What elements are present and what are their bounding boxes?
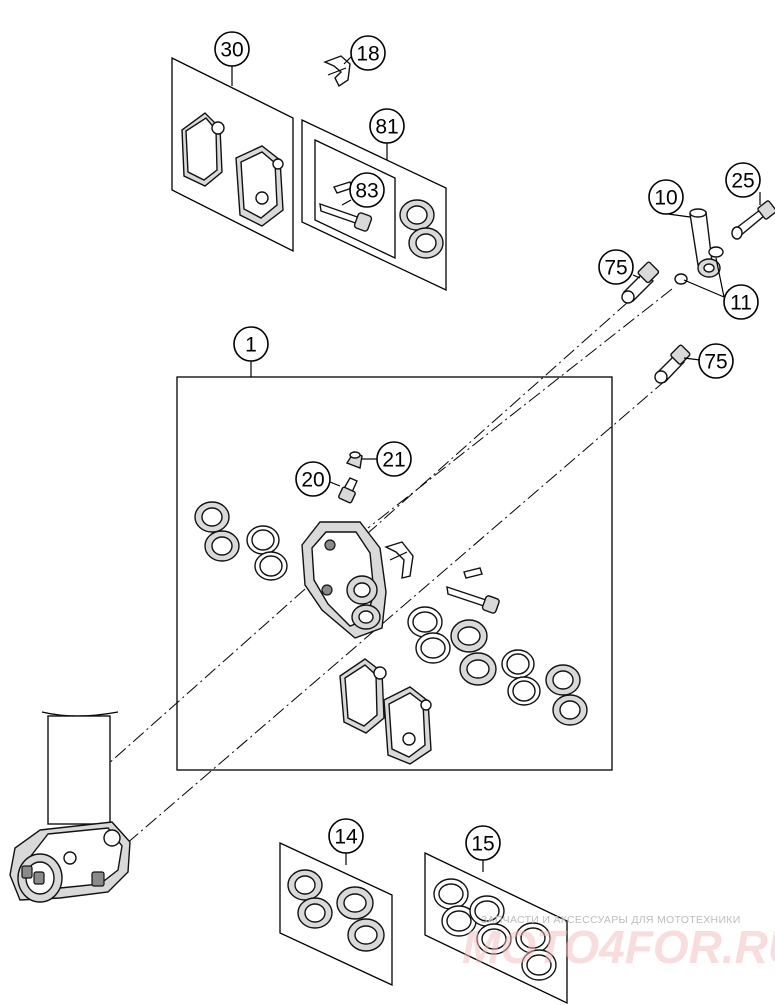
watermark-tagline: ЗАПЧАСТИ И АКСЕССУАРЫ ДЛЯ МОТОТЕХНИКИ [481, 914, 741, 926]
bleeder-cap-icon [345, 451, 363, 469]
seal-kit-frame [424, 851, 568, 1005]
piston-kit-frame [279, 841, 393, 987]
callout-10: 10 [648, 179, 684, 215]
callout-label: 81 [375, 116, 398, 139]
callout-20: 20 [295, 461, 331, 497]
callout-label: 75 [604, 257, 627, 280]
callout-label: 75 [704, 351, 727, 374]
callout-75-upper: 75 [598, 249, 634, 285]
bleeder-screw-icon [338, 477, 358, 504]
callout-label: 15 [471, 833, 494, 856]
callout-label: 10 [654, 187, 677, 210]
banjo-fitting-icon [689, 208, 721, 278]
seal-ring-left-icon [246, 525, 288, 581]
watermark: ЗАПЧАСТИ И АКСЕССУАРЫ ДЛЯ МОТОТЕХНИКИ MO… [462, 914, 775, 973]
seal-ring-right-icon [407, 606, 451, 664]
banjo-bolt-icon [731, 200, 775, 240]
callout-label: 83 [355, 180, 378, 203]
copper-washer-icon [674, 273, 688, 285]
caliper-assembly-frame [176, 376, 613, 771]
callout-label: 18 [356, 43, 379, 66]
copper-washer-icon [708, 246, 724, 258]
callout-11: 11 [723, 284, 759, 320]
mounting-bolt-lower-icon [654, 344, 691, 384]
callout-label: 21 [382, 449, 405, 472]
callout-label: 30 [220, 39, 243, 62]
piston-boot-pair-icon [399, 199, 444, 259]
watermark-brand: MOTO4FOR.RU [462, 921, 775, 973]
seal-set-icon [433, 878, 557, 981]
fork-leg-icon [9, 711, 131, 903]
callout-label: 1 [245, 334, 257, 357]
callout-18: 18 [350, 35, 386, 71]
callout-25: 25 [725, 162, 761, 198]
pad-spring-clip-icon [323, 55, 351, 88]
piston-set-icon [287, 869, 385, 952]
callout-75-lower: 75 [698, 343, 734, 379]
callout-label: 14 [334, 826, 358, 849]
axis-line-banjo [367, 288, 673, 529]
callout-label: 20 [301, 469, 324, 492]
pad-pin-icon [446, 567, 500, 614]
seal-ring-right-icon [501, 649, 541, 706]
piston-boot-right-icon [545, 664, 588, 726]
piston-left-icon [194, 501, 240, 562]
callout-21: 21 [376, 441, 412, 477]
callout-label: 25 [731, 170, 754, 193]
piston-right-icon [450, 619, 497, 686]
leader-lines [231, 55, 761, 872]
brake-caliper-body-icon [301, 521, 387, 639]
callout-81: 81 [369, 108, 405, 144]
callout-1: 1 [233, 326, 269, 362]
callout-15: 15 [465, 825, 501, 861]
mounting-bolt-upper-icon [621, 261, 660, 304]
pad-spring-clip-icon [384, 541, 414, 579]
repair-kit-frame [301, 118, 447, 292]
callout-30: 30 [214, 31, 250, 67]
brake-pad-pair-icon [339, 658, 432, 765]
callout-83: 83 [349, 172, 385, 208]
brake-pad-kit-frame [171, 56, 294, 253]
callout-14: 14 [328, 818, 364, 854]
callout-label: 11 [730, 292, 752, 315]
axis-line-bolt-lower [124, 379, 667, 846]
brake-pad-pair-icon [181, 112, 284, 227]
pin-kit-inner-frame [314, 138, 396, 260]
